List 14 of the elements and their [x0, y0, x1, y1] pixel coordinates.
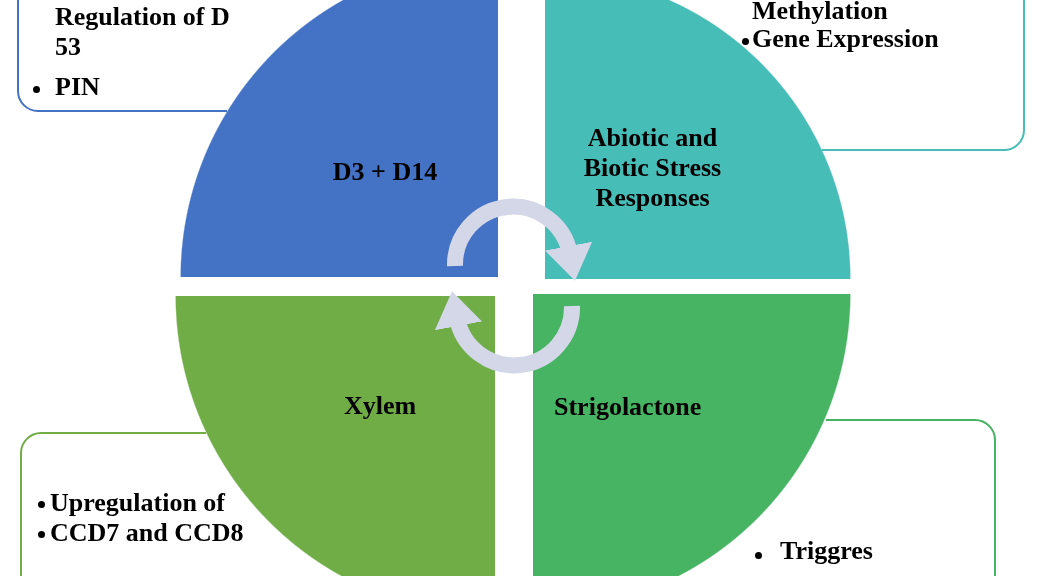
bullet-text: Upregulation of	[50, 488, 226, 518]
bullet-text: Methylation	[752, 0, 888, 26]
quadrant-sector	[180, 0, 498, 277]
bullet-text: Regulation of D 53	[55, 2, 231, 62]
sector-label: D3 + D14	[331, 157, 439, 187]
bullet-text: Triggres	[780, 536, 873, 566]
bullet-text: PIN	[55, 72, 100, 102]
cycle-arrow	[447, 198, 592, 281]
sector-label: Xylem	[342, 391, 418, 421]
sector-label: Abiotic and Biotic Stress Responses	[582, 123, 723, 213]
bullet-text: CCD7 and CCD8	[50, 518, 244, 548]
sector-label: Strigolactone	[554, 392, 702, 422]
cycle-arrow	[435, 291, 580, 374]
bullet-text: Gene Expression	[752, 24, 939, 54]
